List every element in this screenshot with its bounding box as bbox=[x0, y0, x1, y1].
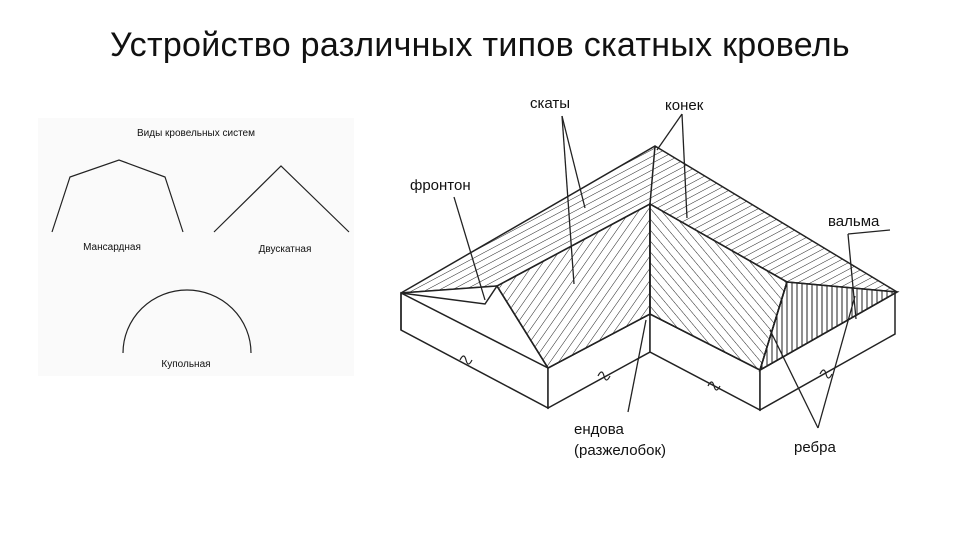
slopes-label: скаты bbox=[530, 95, 570, 112]
slopes-leader-1 bbox=[561, 115, 586, 209]
roof-types-heading: Виды кровельных систем bbox=[137, 128, 255, 139]
valley-alt-label: (разжелобок) bbox=[574, 442, 666, 459]
break-mark-left bbox=[459, 355, 473, 365]
pediment-label: фронтон bbox=[410, 177, 471, 194]
slopes-leader-2 bbox=[561, 115, 575, 285]
leader-lines bbox=[453, 113, 891, 429]
gable-roof-profile bbox=[213, 165, 350, 233]
mansard-roof-profile bbox=[51, 159, 184, 233]
roof-types-panel: Виды кровельных систем Мансардная Двуска… bbox=[38, 118, 354, 376]
ridge-leader-2 bbox=[681, 113, 688, 219]
break-mark-center bbox=[597, 371, 611, 381]
roof-types-background bbox=[38, 118, 354, 376]
hip-edge-line bbox=[759, 281, 788, 371]
hip-label: вальма bbox=[828, 213, 880, 230]
valley-leader bbox=[627, 319, 647, 413]
hips-edges-label: ребра bbox=[794, 439, 836, 456]
ridge-label: конек bbox=[665, 97, 704, 114]
break-mark-far-right bbox=[819, 369, 833, 379]
hips-leader-2 bbox=[817, 295, 856, 429]
roof-structure-drawing: скаты конек фронтон вальма ендова (разже… bbox=[400, 95, 900, 459]
valley-label: ендова bbox=[574, 421, 625, 438]
hip-leader-2 bbox=[847, 229, 891, 235]
hips-leader-1 bbox=[769, 329, 819, 429]
dome-roof-profile bbox=[122, 289, 252, 354]
pediment-leader bbox=[453, 196, 486, 301]
ridge-line bbox=[649, 145, 656, 205]
break-mark-right bbox=[707, 381, 721, 391]
ridge-leader-1 bbox=[656, 113, 683, 151]
pediment-gable bbox=[400, 285, 499, 305]
gable-label: Двускатная bbox=[259, 244, 312, 255]
hip-leader bbox=[847, 233, 857, 320]
mansard-label: Мансардная bbox=[83, 242, 141, 253]
dome-label: Купольная bbox=[161, 359, 210, 370]
slide-title: Устройство различных типов скатных крове… bbox=[110, 26, 850, 64]
